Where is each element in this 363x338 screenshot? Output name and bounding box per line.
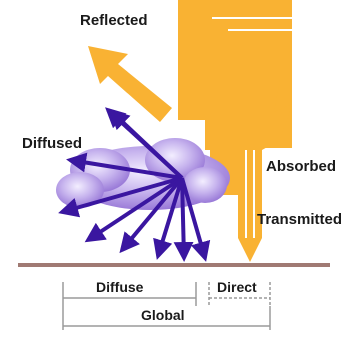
cloud <box>56 138 230 210</box>
scatter-arrows <box>58 107 211 262</box>
scatter-arrow <box>109 109 184 180</box>
diffuse-bracket <box>62 282 197 306</box>
ground-line <box>18 263 330 267</box>
label-global: Global <box>141 307 185 323</box>
label-absorbed: Absorbed <box>266 158 336 175</box>
incoming-beam <box>178 0 292 248</box>
scatter-arrow <box>58 176 183 218</box>
scatter-arrow <box>173 177 194 262</box>
direct-bracket <box>208 282 271 306</box>
label-transmitted: Transmitted <box>257 211 342 228</box>
scatter-arrow <box>119 176 184 254</box>
label-direct: Direct <box>217 279 257 295</box>
absorbed-flame <box>262 80 292 150</box>
scatter-arrow <box>66 152 183 180</box>
label-diffused: Diffused <box>22 135 82 152</box>
reflected-arrow <box>88 46 172 122</box>
scatter-arrow <box>180 177 211 262</box>
label-diffuse: Diffuse <box>96 279 144 295</box>
label-reflected: Reflected <box>80 12 148 29</box>
scatter-arrow <box>153 177 184 260</box>
scatter-arrow <box>84 176 184 243</box>
global-bracket <box>62 306 271 330</box>
